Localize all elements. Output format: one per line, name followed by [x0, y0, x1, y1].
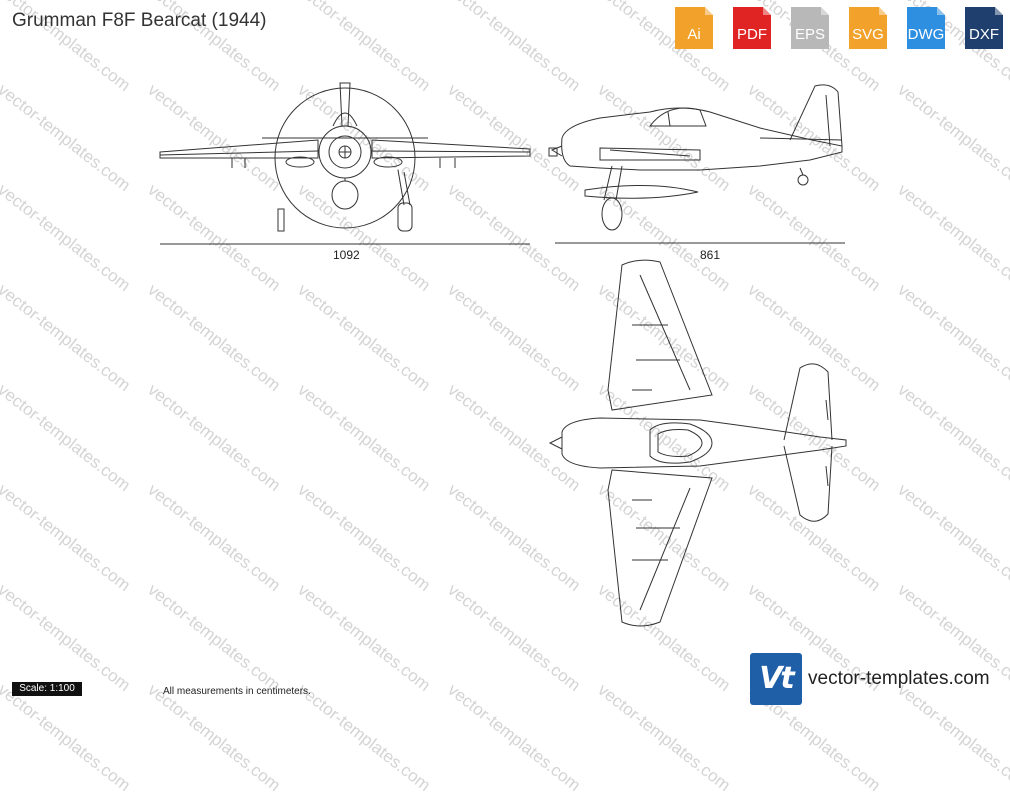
file-icon [907, 7, 945, 49]
format-ai-button[interactable]: Ai [672, 4, 716, 52]
format-eps-button[interactable]: EPS [788, 4, 832, 52]
front-width-dimension: 1092 [333, 248, 360, 262]
top-view [548, 259, 847, 627]
format-eps-label: EPS [794, 26, 825, 43]
scale-badge: Scale: 1:100 [12, 682, 82, 696]
brand-link[interactable]: vector-templates.com [808, 668, 990, 689]
brand-logo[interactable]: Vt [750, 653, 802, 705]
format-svg-label: SVG [852, 26, 884, 43]
aircraft-drawing [159, 82, 847, 627]
side-view [548, 84, 845, 244]
format-svg-button[interactable]: SVG [846, 4, 890, 52]
side-length-dimension: 861 [700, 248, 721, 262]
file-icon [733, 7, 771, 49]
file-icon [965, 7, 1003, 49]
format-dwg-button[interactable]: DWG [904, 4, 948, 52]
file-icon [675, 7, 713, 49]
format-dxf-button[interactable]: DXF [962, 4, 1006, 52]
front-view [159, 82, 531, 245]
format-dxf-label: DXF [969, 26, 999, 43]
measurement-note: All measurements in centimeters. [163, 686, 311, 697]
page-title: Grumman F8F Bearcat (1944) [12, 10, 267, 31]
format-dwg-label: DWG [907, 26, 945, 43]
file-icon [849, 7, 887, 49]
format-ai-label: Ai [687, 26, 701, 43]
format-downloads: Ai PDF EPS SVG DWG DXF [672, 4, 1008, 54]
brand-logo-text: Vt [759, 661, 795, 696]
format-pdf-label: PDF [737, 26, 767, 43]
format-pdf-button[interactable]: PDF [730, 4, 774, 52]
file-icon [791, 7, 829, 49]
